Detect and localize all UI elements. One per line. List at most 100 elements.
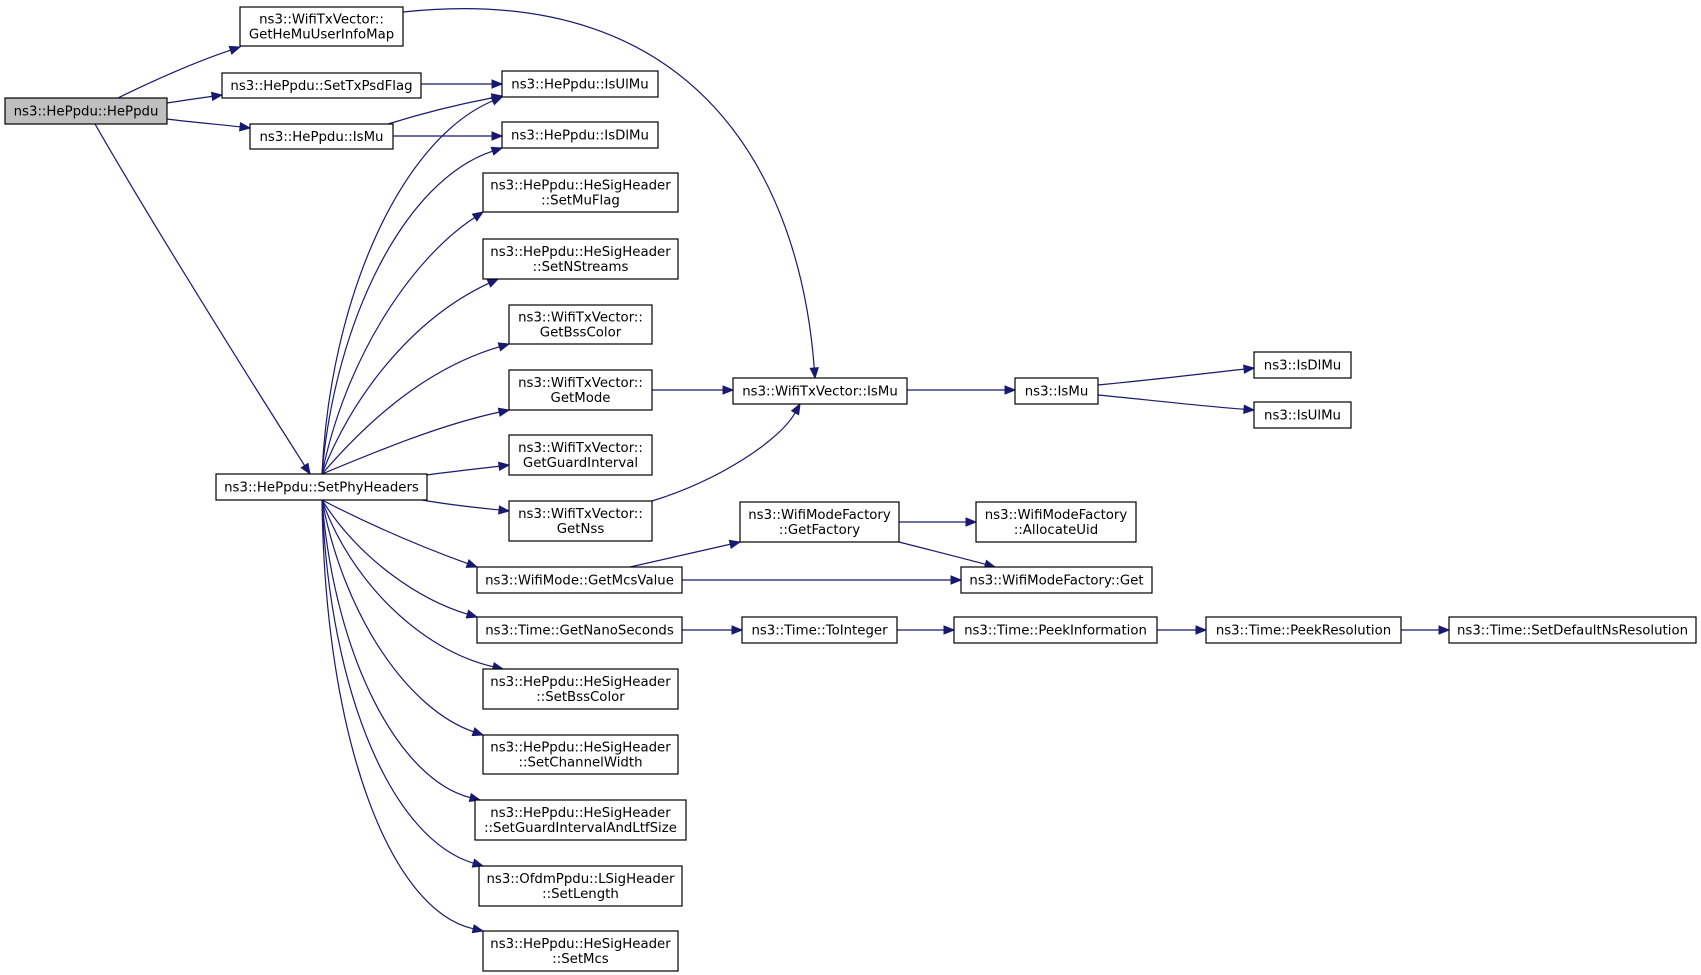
edge-arrowhead	[809, 367, 819, 380]
edge-setPhy-to-getGuard	[426, 461, 511, 476]
node-getGuard[interactable]: ns3::WifiTxVector::GetGuardInterval	[508, 434, 653, 476]
node-label: ns3::HePpdu::SetTxPsdFlag	[230, 79, 412, 94]
edge-line	[166, 95, 213, 104]
node-box[interactable]	[1448, 616, 1697, 644]
edge-line	[421, 499, 500, 511]
node-box[interactable]	[508, 369, 653, 411]
node-box[interactable]	[508, 434, 653, 476]
node-peekInfo[interactable]: ns3::Time::PeekInformation	[953, 616, 1158, 644]
edge-line	[321, 499, 474, 930]
node-setTxPsd[interactable]: ns3::HePpdu::SetTxPsdFlag	[221, 72, 422, 99]
node-getMcs[interactable]: ns3::WifiMode::GetMcsValue	[476, 566, 683, 594]
node-box[interactable]	[501, 121, 659, 149]
node-getMode[interactable]: ns3::WifiTxVector::GetMode	[508, 369, 653, 411]
node-box[interactable]	[501, 70, 659, 98]
node-box[interactable]	[1014, 377, 1099, 405]
node-box[interactable]	[4, 97, 168, 125]
node-setPhy[interactable]: ns3::HePpdu::SetPhyHeaders	[215, 473, 428, 501]
node-nsIsMu[interactable]: ns3::IsMu	[1014, 377, 1099, 405]
edge-isMuP-to-isDlMuP	[393, 131, 504, 141]
node-box[interactable]	[1205, 616, 1402, 644]
node-nsIsDlMu[interactable]: ns3::IsDlMu	[1253, 351, 1352, 379]
node-label: ns3::IsUlMu	[1264, 409, 1341, 424]
edge-line	[166, 118, 241, 128]
node-getNano[interactable]: ns3::Time::GetNanoSeconds	[476, 616, 683, 644]
node-box[interactable]	[476, 616, 683, 644]
edge-arrowhead	[210, 91, 224, 102]
node-nsIsUlMu[interactable]: ns3::IsUlMu	[1253, 401, 1352, 429]
node-heppdu[interactable]: ns3::HePpdu::HePpdu	[4, 97, 168, 125]
node-isDlMuP[interactable]: ns3::HePpdu::IsDlMu	[501, 121, 659, 149]
node-setNStreams[interactable]: ns3::HePpdu::HeSigHeader::SetNStreams	[482, 238, 679, 280]
edge-line	[1097, 394, 1245, 410]
node-box[interactable]	[960, 566, 1153, 594]
node-box[interactable]	[741, 616, 898, 644]
node-box[interactable]	[975, 501, 1137, 543]
node-setChW[interactable]: ns3::HePpdu::HeSigHeader::SetChannelWidt…	[482, 734, 679, 775]
node-box[interactable]	[239, 6, 404, 47]
node-isUlMuP[interactable]: ns3::HePpdu::IsUlMu	[501, 70, 659, 98]
node-box[interactable]	[478, 865, 683, 907]
node-box[interactable]	[482, 734, 679, 775]
node-setDefNs[interactable]: ns3::Time::SetDefaultNsResolution	[1448, 616, 1697, 644]
node-label: ::SetGuardIntervalAndLtfSize	[484, 821, 677, 836]
node-getHeMu[interactable]: ns3::WifiTxVector::GetHeMuUserInfoMap	[239, 6, 404, 47]
edge-setPhy-to-setMcs	[321, 499, 485, 934]
node-box[interactable]	[732, 377, 908, 405]
node-box[interactable]	[1253, 401, 1352, 429]
node-setMcs[interactable]: ns3::HePpdu::HeSigHeader::SetMcs	[482, 930, 679, 972]
node-box[interactable]	[215, 473, 428, 501]
node-label: ns3::IsDlMu	[1264, 359, 1341, 374]
node-peekRes[interactable]: ns3::Time::PeekResolution	[1205, 616, 1402, 644]
node-toInt[interactable]: ns3::Time::ToInteger	[741, 616, 898, 644]
node-setBss[interactable]: ns3::HePpdu::HeSigHeader::SetBssColor	[482, 668, 679, 710]
node-label: ::GetFactory	[779, 523, 860, 538]
node-box[interactable]	[508, 304, 653, 345]
edge-layer	[94, 8, 1451, 934]
node-box[interactable]	[508, 500, 653, 542]
edge-arrowhead	[497, 407, 511, 417]
node-label: ns3::WifiTxVector::IsMu	[742, 385, 898, 400]
node-box[interactable]	[482, 172, 679, 213]
edge-arrowhead	[486, 278, 500, 288]
node-isMuP[interactable]: ns3::HePpdu::IsMu	[249, 123, 394, 150]
node-label: ns3::HePpdu::HePpdu	[14, 105, 159, 120]
edge-getMcs-to-getFactory	[629, 539, 742, 568]
node-box[interactable]	[1253, 351, 1352, 379]
node-box[interactable]	[482, 668, 679, 710]
node-box[interactable]	[953, 616, 1158, 644]
node-getNss[interactable]: ns3::WifiTxVector::GetNss	[508, 500, 653, 542]
node-factGet[interactable]: ns3::WifiModeFactory::Get	[960, 566, 1153, 594]
edge-setPhy-to-getMcs	[321, 499, 479, 568]
edge-line	[387, 97, 493, 125]
node-setGiLtf[interactable]: ns3::HePpdu::HeSigHeader::SetGuardInterv…	[474, 799, 687, 841]
node-box[interactable]	[221, 72, 422, 99]
node-box[interactable]	[739, 501, 900, 543]
node-box[interactable]	[482, 930, 679, 972]
edge-arrowhead	[943, 625, 956, 635]
node-getBssColor[interactable]: ns3::WifiTxVector::GetBssColor	[508, 304, 653, 345]
edge-arrowhead	[471, 858, 485, 868]
edge-arrowhead	[498, 505, 511, 515]
node-setMuFlag[interactable]: ns3::HePpdu::HeSigHeader::SetMuFlag	[482, 172, 679, 213]
node-setLen[interactable]: ns3::OfdmPpdu::LSigHeader::SetLength	[478, 865, 683, 907]
edge-getFactory-to-allocUid	[899, 517, 978, 527]
edge-heppdu-to-setPhy	[94, 123, 311, 476]
edge-line	[321, 499, 494, 668]
node-allocUid[interactable]: ns3::WifiModeFactory::AllocateUid	[975, 501, 1137, 543]
edge-line	[321, 499, 468, 615]
edge-getFactory-to-factGet	[898, 541, 997, 569]
node-box[interactable]	[482, 238, 679, 280]
edge-setPhy-to-setChW	[321, 499, 485, 737]
edge-peekRes-to-setDefNs	[1401, 625, 1451, 635]
node-box[interactable]	[476, 566, 683, 594]
node-label: ns3::Time::ToInteger	[751, 624, 888, 639]
edge-arrowhead	[300, 462, 311, 476]
node-box[interactable]	[474, 799, 687, 841]
node-getFactory[interactable]: ns3::WifiModeFactory::GetFactory	[739, 501, 900, 543]
edge-line	[321, 499, 474, 733]
node-txIsMu[interactable]: ns3::WifiTxVector::IsMu	[732, 377, 908, 405]
node-box[interactable]	[249, 123, 394, 150]
edge-arrowhead	[465, 558, 479, 568]
